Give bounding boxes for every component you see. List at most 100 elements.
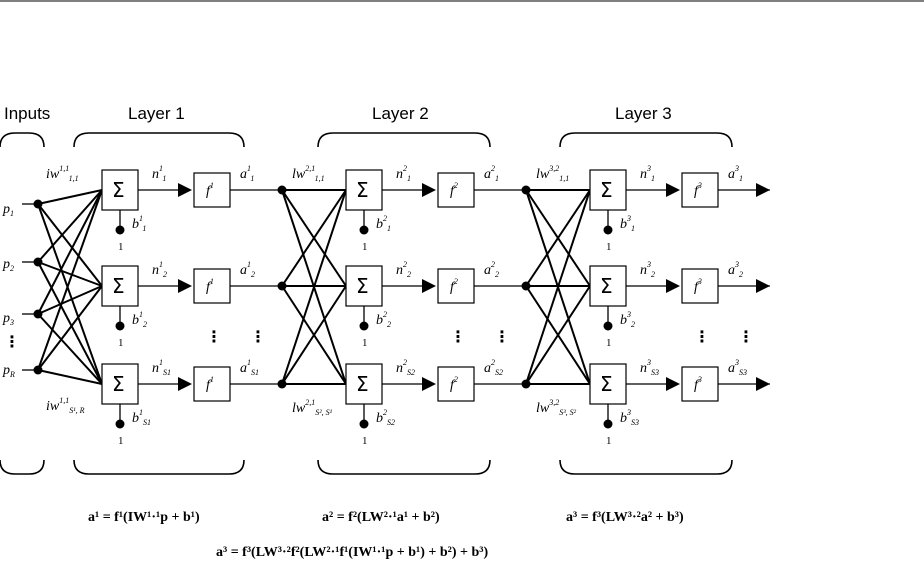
- bias-sup: 2: [383, 408, 387, 417]
- net-input-arrow: [178, 279, 192, 293]
- input-labels: p1 p2 p3 ⋮ pR: [2, 202, 20, 379]
- bias-sub: 2: [387, 320, 391, 329]
- final-output-arrow: [756, 377, 770, 391]
- bias-sub: S2: [387, 418, 395, 427]
- junction-node: [277, 281, 287, 291]
- output-sub: 1: [739, 174, 743, 183]
- output-label: a11: [240, 164, 254, 183]
- bias-sub: 1: [142, 224, 146, 233]
- iw-connection-1-3: [37, 203, 103, 385]
- sigma-symbol: Σ: [356, 274, 369, 298]
- net-input-sub: 2: [651, 270, 655, 279]
- weight-label-iw-bot: iw1,1S¹, R: [46, 396, 85, 415]
- net-input-sup: 2: [403, 358, 407, 367]
- iw-connection-3-1: [37, 189, 103, 315]
- input-pR: pR: [2, 363, 15, 379]
- net-input-sup: 1: [159, 164, 163, 173]
- bias-sup: 1: [139, 214, 143, 223]
- equation-layer1: a¹ = f¹(IW¹·¹p + b¹): [88, 510, 200, 525]
- net-input-sup: 1: [159, 260, 163, 269]
- sum-box: [589, 363, 627, 405]
- equation-layer2: a² = f²(LW²·¹a¹ + b²): [322, 510, 440, 525]
- bias-label: b11: [132, 214, 146, 233]
- transfer-sup: 2: [454, 375, 458, 384]
- bias-node: [603, 419, 613, 429]
- bias-label: b22: [376, 310, 391, 329]
- sigma-symbol: Σ: [600, 372, 613, 396]
- iw-connection-2-2: [37, 261, 103, 287]
- bias-input-one: 1: [606, 337, 612, 349]
- net-input-sub: 2: [407, 270, 411, 279]
- layer1-brace-top: [73, 132, 245, 148]
- layer3-brace-bottom: [559, 459, 733, 475]
- junction-node: [277, 185, 287, 195]
- net-input-sub: 1: [651, 174, 655, 183]
- output-sub: S2: [495, 368, 503, 377]
- input-p1: p1: [2, 202, 14, 218]
- transfer-box: [681, 172, 719, 208]
- net-input-sup: 3: [646, 164, 651, 173]
- transfer-box: [437, 268, 475, 304]
- lw-connection: [525, 189, 591, 385]
- bias-input-one: 1: [606, 435, 612, 447]
- bias-node: [115, 321, 125, 331]
- transfer-sup: 2: [454, 277, 458, 286]
- output-sub: S3: [739, 368, 747, 377]
- bias-input-one: 1: [606, 241, 612, 253]
- bias-node: [115, 419, 125, 429]
- net-input-sub: S3: [651, 368, 659, 377]
- neurons: Σ1b11n11f1a11Σ1b12n12f1a12Σ1b1S1n1S1f1a1…: [33, 164, 770, 447]
- sum-box: [345, 265, 383, 307]
- transfer-sup: 1: [210, 277, 214, 286]
- output-sub: 2: [251, 270, 255, 279]
- bias-label: b31: [620, 214, 635, 233]
- layer3-title: Layer 3: [615, 104, 672, 123]
- input-p2: p2: [2, 257, 14, 273]
- lw-connection: [525, 285, 591, 385]
- output-sup: 1: [247, 260, 251, 269]
- weight-label-lw21-bot: lw2,1S², S¹: [292, 398, 333, 417]
- output-sub: 2: [739, 270, 743, 279]
- net-input-sub: 1: [162, 174, 166, 183]
- sum-box: [101, 363, 139, 405]
- transfer-box: [437, 172, 475, 208]
- net-input-label: n11: [152, 164, 166, 183]
- output-sub: S1: [251, 368, 259, 377]
- bias-input-one: 1: [118, 241, 124, 253]
- bias-sub: 2: [631, 320, 635, 329]
- weight-label-iw-top: iw1,11,1: [46, 164, 79, 183]
- sum-box: [589, 169, 627, 211]
- bias-sub: 2: [143, 320, 147, 329]
- output-vdots: ⋮: [250, 327, 266, 346]
- net-input-arrow: [422, 183, 436, 197]
- output-label: a32: [728, 260, 743, 279]
- lw-connection: [525, 189, 591, 287]
- transfer-box: [193, 366, 231, 402]
- junction-node: [521, 379, 531, 389]
- transfer-box: [681, 268, 719, 304]
- bias-input-one: 1: [118, 337, 124, 349]
- transfer-sup: 2: [454, 181, 458, 190]
- net-input-arrow: [422, 377, 436, 391]
- weight-labels: iw1,11,1 iw1,1S¹, R lw2,11,1 lw2,1S², S¹…: [46, 164, 577, 417]
- sigma-symbol: Σ: [112, 372, 125, 396]
- neuron-vdots: ⋮: [450, 327, 466, 346]
- net-input-label: n1S1: [152, 358, 171, 377]
- output-vdots: ⋮: [738, 327, 754, 346]
- bias-label: b12: [132, 310, 147, 329]
- net-input-arrow: [666, 377, 680, 391]
- iw-connection-3-2: [37, 285, 103, 315]
- net-input-arrow: [666, 183, 680, 197]
- iw-connection-3-3: [37, 313, 103, 385]
- weight-connections: [37, 189, 591, 385]
- output-sup: 1: [247, 164, 251, 173]
- output-sup: 1: [247, 358, 251, 367]
- weight-label-lw21-top: lw2,11,1: [292, 164, 325, 183]
- net-input-sup: 3: [646, 358, 651, 367]
- input-node-4: [33, 365, 43, 375]
- layer2-brace-bottom: [317, 459, 491, 475]
- net-input-sub: S2: [407, 368, 415, 377]
- bias-node: [359, 321, 369, 331]
- iw-connection-4-2: [37, 285, 103, 371]
